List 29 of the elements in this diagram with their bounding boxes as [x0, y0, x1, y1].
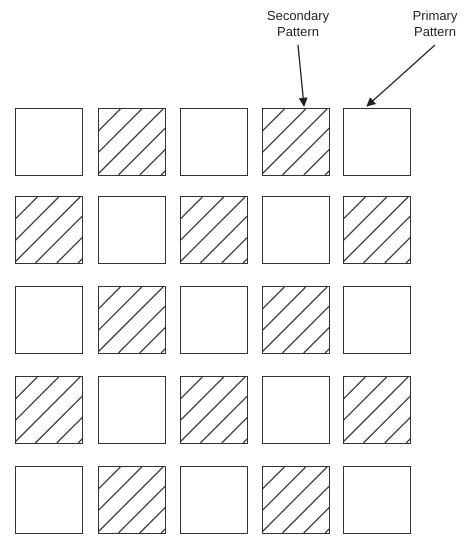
pattern-label: Primary Pattern [400, 8, 470, 40]
plain-square [343, 466, 411, 534]
plain-square [15, 108, 83, 176]
plain-square [15, 466, 83, 534]
hatched-square [343, 376, 411, 444]
hatched-square [180, 376, 248, 444]
hatched-square [15, 196, 83, 264]
plain-square [98, 196, 166, 264]
hatched-square [98, 466, 166, 534]
plain-square [180, 108, 248, 176]
plain-square [343, 286, 411, 354]
plain-square [15, 286, 83, 354]
hatched-square [262, 286, 330, 354]
plain-square [98, 376, 166, 444]
hatched-square [98, 108, 166, 176]
plain-square [262, 376, 330, 444]
hatched-square [262, 466, 330, 534]
plain-square [180, 466, 248, 534]
hatched-square [343, 196, 411, 264]
hatched-square [15, 376, 83, 444]
plain-square [262, 196, 330, 264]
hatched-square [180, 196, 248, 264]
hatched-square [98, 286, 166, 354]
plain-square [343, 108, 411, 176]
arrow [297, 44, 308, 107]
hatched-square [262, 108, 330, 176]
pattern-label: Secondary Pattern [258, 8, 338, 40]
arrow [366, 44, 436, 107]
plain-square [180, 286, 248, 354]
